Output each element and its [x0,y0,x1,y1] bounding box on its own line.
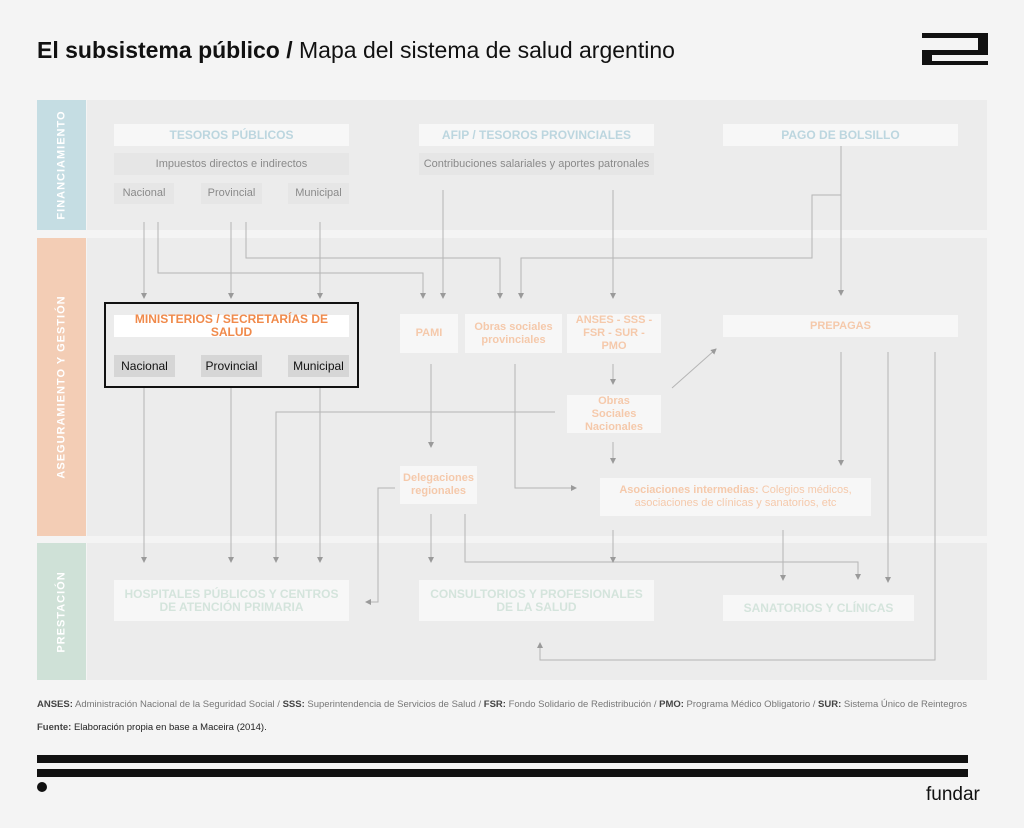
pago-de-bolsillo: PAGO DE BOLSILLO [723,124,958,146]
band-financiamiento: FINANCIAMIENTO [37,100,86,230]
band-prestacion: PRESTACIÓN [37,543,86,680]
afip: AFIP / TESOROS PROVINCIALES [419,124,654,146]
fin-nacional: Nacional [114,183,174,204]
brand-name: fundar [926,784,980,805]
min-nacional: Nacional [114,355,175,377]
footer-bar-1 [37,755,968,763]
source: Fuente: Elaboración propia en base a Mac… [37,722,267,733]
obras-sociales-nacionales: Obras Sociales Nacionales [567,395,661,433]
hospitales-publicos: HOSPITALES PÚBLICOS Y CENTROS DE ATENCIÓ… [114,580,349,621]
fin-municipal: Municipal [288,183,349,204]
sanatorios: SANATORIOS Y CLÍNICAS [723,595,914,621]
fin-provincial: Provincial [201,183,262,204]
asociaciones-intermedias: Asociaciones intermedias: Colegios médic… [600,478,871,516]
consultorios: CONSULTORIOS Y PROFESIONALES DE LA SALUD [419,580,654,621]
ministerios: MINISTERIOS / SECRETARÍAS DE SALUD [114,313,349,339]
tesoros-publicos: TESOROS PÚBLICOS [114,124,349,146]
fundar-logo-icon [922,33,988,65]
min-provincial: Provincial [201,355,262,377]
band-aseguramiento: ASEGURAMIENTO Y GESTIÓN [37,238,86,536]
impuestos: Impuestos directos e indirectos [114,153,349,175]
pami: PAMI [400,314,458,353]
obras-sociales-provinciales: Obras sociales provinciales [465,314,562,353]
footer-bar-2 [37,769,968,777]
page-title: El subsistema público / Mapa del sistema… [37,37,675,63]
anses-sss: ANSES - SSS - FSR - SUR - PMO [567,314,661,353]
contribuciones: Contribuciones salariales y aportes patr… [419,153,654,175]
footer-dot [37,782,47,792]
delegaciones-regionales: Delegaciones regionales [400,466,477,504]
min-municipal: Municipal [288,355,349,377]
prepagas: PREPAGAS [723,315,958,337]
glossary: ANSES: Administración Nacional de la Seg… [37,699,967,710]
